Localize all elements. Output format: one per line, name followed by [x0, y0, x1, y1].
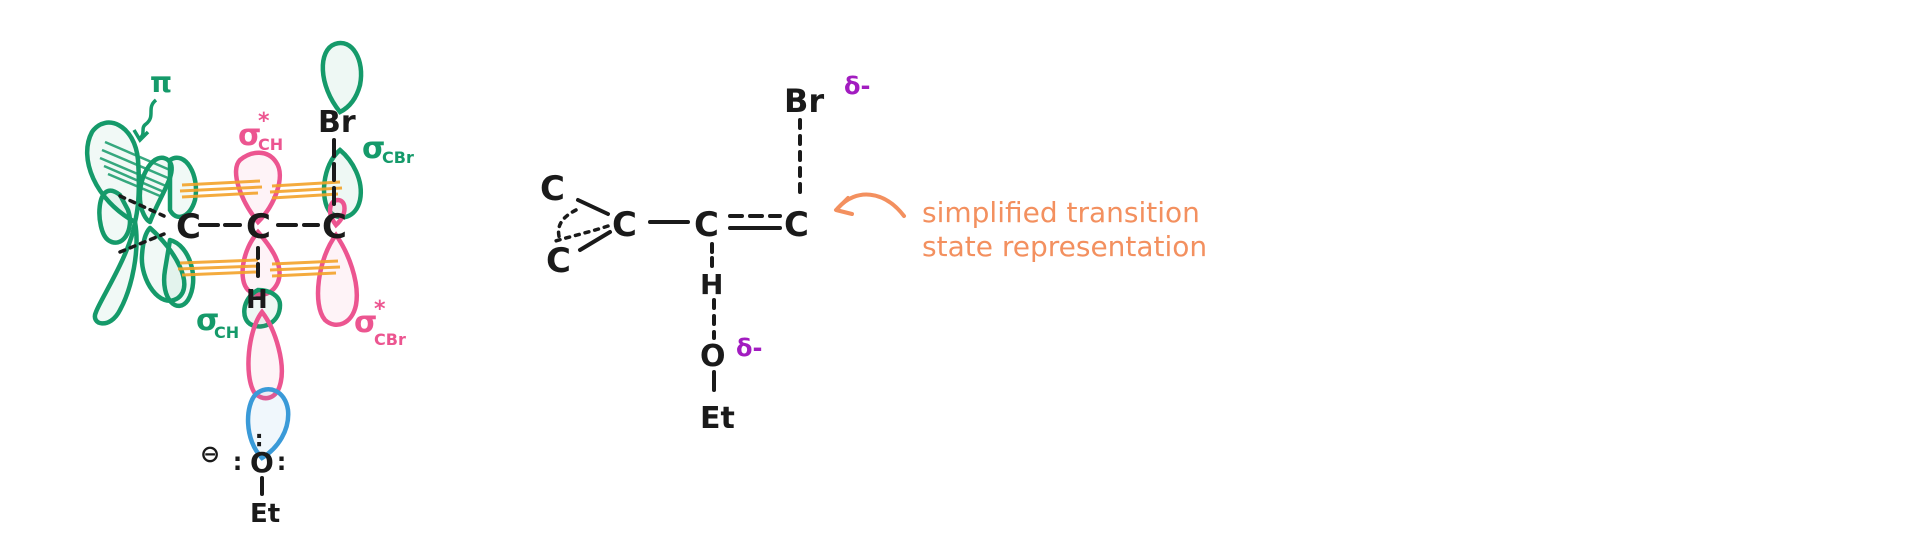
base-orbital	[245, 387, 291, 461]
overlap-line	[181, 191, 259, 199]
atom-o: O	[250, 446, 274, 479]
atom-h: H	[246, 285, 268, 315]
left-carbon-substituents	[118, 194, 166, 254]
sigma-star-cbr-orbital	[315, 197, 360, 327]
overlap-line	[271, 192, 339, 200]
overlap-line	[179, 185, 263, 193]
orbital-lobe	[245, 387, 291, 461]
orbital-hatching	[99, 140, 171, 198]
label-sigma-cbr: σ CBr	[362, 131, 414, 167]
overlap-shading-top	[179, 179, 343, 200]
overlap-line	[181, 270, 257, 277]
pi-arrow-icon	[138, 98, 158, 140]
overlap-line	[181, 179, 261, 187]
star-symbol: *	[258, 109, 270, 134]
label-sigma-star-cbr: σ * CBr	[354, 297, 406, 349]
orbital-diagram: C C C Br H O Et ⊖ ∶ ∶ ∶ π σ * CH σ CBr σ…	[85, 40, 414, 529]
hatch-line	[103, 164, 165, 194]
sigma-star-ch-lower-lobe	[246, 308, 285, 401]
atom-c-top: C	[540, 169, 565, 209]
hatch-line	[107, 172, 161, 198]
atom-c3: C	[784, 205, 809, 245]
overlap-line	[179, 258, 259, 265]
annotation: simplified transition state representati…	[834, 192, 1207, 263]
transition-state-dashed-substituents	[550, 208, 610, 244]
orbital-lobe	[161, 237, 196, 308]
overlap-line	[177, 264, 261, 271]
atom-h: H	[700, 268, 723, 301]
annotation-line-2: state representation	[922, 230, 1207, 263]
negative-charge: ⊖	[200, 440, 220, 468]
orbital-lobe	[315, 231, 360, 327]
overlap-line	[271, 180, 341, 188]
hatch-line	[101, 148, 169, 180]
dashed-bond	[556, 208, 578, 242]
lone-pair-top: ∶	[256, 429, 262, 454]
atom-br: Br	[784, 82, 824, 120]
dashed-bond	[550, 224, 610, 244]
dashed-bond	[118, 194, 166, 218]
dashed-bond	[118, 232, 166, 254]
subscript-cbr: CBr	[382, 148, 414, 167]
orbital-diagram-bonds	[198, 138, 336, 496]
transition-state-bonds	[576, 118, 802, 392]
orbital-lobe	[167, 155, 199, 220]
overlap-shading-bottom	[177, 258, 341, 278]
base-ethyl: Et	[250, 499, 280, 529]
star-symbol: *	[374, 297, 386, 322]
orbital-lobe	[137, 155, 174, 225]
overlap-line	[269, 186, 343, 194]
atom-c2: C	[246, 207, 271, 247]
label-pi: π	[150, 66, 172, 99]
atom-c1: C	[176, 207, 201, 247]
orbital-lobe	[246, 308, 285, 401]
label-sigma-star-ch: σ * CH	[238, 109, 283, 154]
subscript-ch: CH	[214, 323, 239, 342]
hatch-line	[104, 140, 171, 172]
bond-c-top-c1	[576, 198, 610, 216]
subscript-cbr: CBr	[374, 330, 406, 349]
atom-c2: C	[694, 205, 719, 245]
bond-c1-c-bottom	[578, 230, 612, 252]
orbital-lobe	[139, 225, 187, 303]
overlap-line	[271, 259, 339, 266]
orbital-lobe	[92, 219, 139, 326]
lone-pair-left: ∶	[234, 450, 241, 478]
overlap-line	[271, 271, 337, 278]
hatch-line	[99, 156, 167, 188]
partial-charge-br: δ-	[844, 72, 870, 100]
atom-c3: C	[322, 207, 347, 247]
orbital-lobe	[320, 40, 364, 115]
partial-charge-o: δ-	[736, 334, 762, 362]
sigma-symbol: σ	[196, 303, 219, 338]
sigma-symbol: σ	[238, 118, 261, 153]
atom-c-bottom: C	[546, 241, 571, 281]
transition-state-structure: C C C C C Br δ- H O δ- Et	[540, 72, 870, 436]
label-sigma-ch: σ CH	[196, 303, 239, 342]
orbital-lobe	[327, 197, 347, 229]
atom-o: O	[700, 339, 726, 374]
lone-pair-right: ∶	[278, 450, 285, 478]
atom-br: Br	[318, 105, 356, 140]
subscript-ch: CH	[258, 135, 283, 154]
overlap-line	[269, 265, 341, 272]
annotation-line-1: simplified transition	[922, 196, 1200, 229]
sigma-symbol: σ	[362, 131, 385, 166]
orbital-lobe	[97, 188, 133, 245]
sigma-symbol: σ	[354, 305, 377, 340]
annotation-arrowhead-icon	[834, 196, 854, 216]
pi-arrow-head-icon	[132, 129, 150, 143]
atom-c1: C	[612, 205, 637, 245]
base-ethyl: Et	[700, 401, 735, 436]
